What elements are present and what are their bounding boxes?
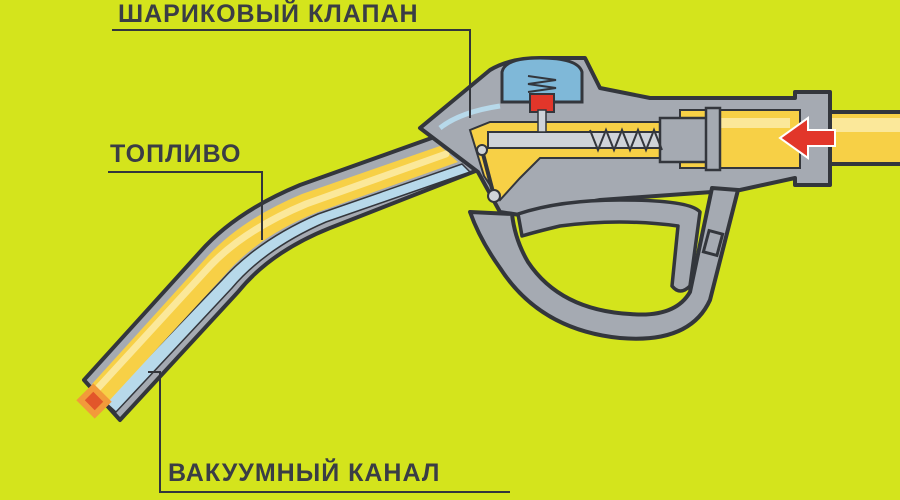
handle-guard [468,186,740,341]
vacuum-tube [438,103,501,130]
fuel-channel-highlight [94,150,450,392]
valve-piston [658,116,712,164]
leader-ball-valve [112,29,471,118]
fuel-chamber-highlight [720,118,790,128]
valve-spring [589,127,663,153]
arrow-left-icon [778,116,836,160]
vacuum-channel [103,163,472,414]
leader-fuel [108,171,263,240]
fuel-channel-spout [92,146,458,402]
trigger-latch [701,228,725,258]
ball-valve-label: ШАРИКОВЫЙ КЛАПАН [118,0,419,28]
lever-pivot [487,189,501,203]
trigger-lever [516,198,702,293]
ball-valve-cap [500,56,584,104]
fuel-label: ТОПЛИВО [110,140,242,168]
ball-valve-spring [527,75,557,93]
chamber-lever [480,149,496,197]
hose-pipe-highlight [822,118,900,132]
spout-tip-inner [84,391,104,411]
vacuum-channel-label: ВАКУУМНЫЙ КАНАЛ [168,459,441,487]
lever-top-pivot [476,144,488,156]
ball-valve-stem [537,109,547,133]
leader-vacuum [148,371,510,493]
valve-seat [704,106,722,172]
